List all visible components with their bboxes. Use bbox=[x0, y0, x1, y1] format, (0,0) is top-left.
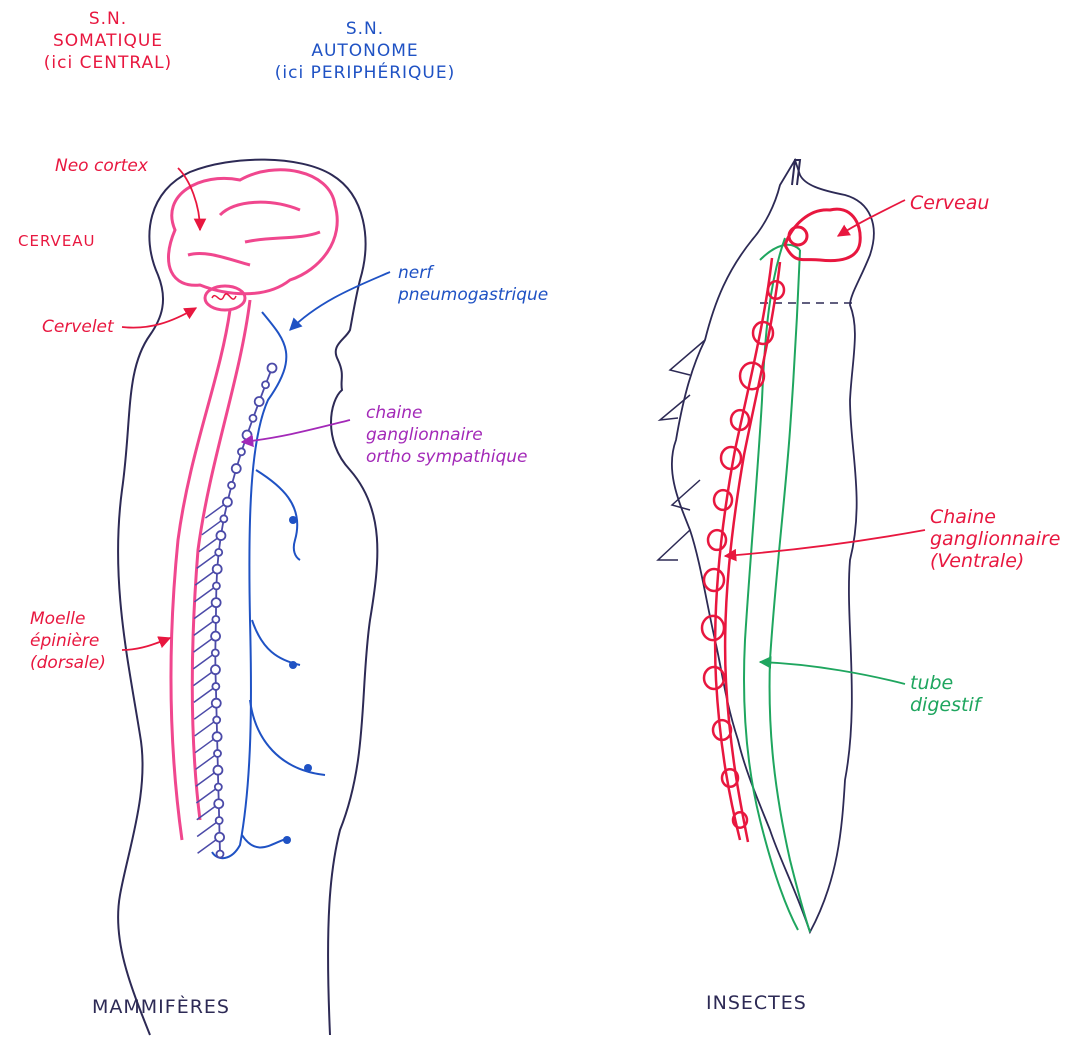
mammal-chain-trunk bbox=[215, 368, 272, 854]
insect-ganglion bbox=[704, 569, 724, 591]
mammal-chain-ganglion bbox=[211, 632, 220, 641]
mammal-chain-ganglion bbox=[213, 766, 222, 775]
mammal-chain-ganglion bbox=[262, 381, 269, 388]
mammal-chain-ganglion bbox=[220, 515, 227, 522]
mammal-chain-ganglion bbox=[217, 851, 224, 858]
mammal-chain-ganglion bbox=[215, 833, 224, 842]
mammal-spinal-cord-line-2 bbox=[192, 300, 250, 820]
mammal-chain-ganglion bbox=[216, 531, 225, 540]
caption-insectes: INSECTES bbox=[706, 992, 807, 1014]
mammal-neocortex-fold-1 bbox=[220, 202, 300, 215]
mammal-cerebellum-folds bbox=[212, 294, 236, 300]
mammal-chain-ganglion bbox=[211, 665, 220, 674]
header-autonomic-label: S.N. AUTONOME (ici PERIPHÉRIQUE) bbox=[255, 18, 475, 84]
mammal-neocortex-fold-3 bbox=[188, 253, 250, 265]
mammal-nerve-branch-1 bbox=[256, 470, 300, 560]
mammal-chain-ganglion bbox=[216, 817, 223, 824]
label-cerveau-insect: Cerveau bbox=[910, 192, 989, 214]
insect-digestive-tube-line-2 bbox=[770, 250, 810, 932]
label-chaine-ventrale: Chaine ganglionnaire (Ventrale) bbox=[930, 506, 1061, 572]
mammal-nerve-ending-3 bbox=[304, 764, 312, 772]
label-cervelet: Cervelet bbox=[42, 316, 114, 338]
mammal-body-outline bbox=[118, 160, 377, 1035]
mammal-nerve-branch-4 bbox=[242, 835, 290, 847]
mammal-nerve-ending-1 bbox=[289, 516, 297, 524]
mammal-chain-ganglion bbox=[212, 598, 221, 607]
mammal-chain-ganglion bbox=[243, 431, 252, 440]
mammal-vagus-nerve bbox=[212, 312, 286, 858]
arrow-moelle bbox=[122, 638, 170, 650]
mammal-chain-ganglion bbox=[212, 699, 221, 708]
label-neocortex: Neo cortex bbox=[55, 155, 148, 177]
mammal-chain-ganglion bbox=[232, 464, 241, 473]
insect-leg-1 bbox=[670, 340, 705, 375]
insect-body-outline bbox=[672, 160, 874, 932]
insect-brain-lobe bbox=[789, 227, 807, 245]
mammal-nerve-branch-2 bbox=[252, 620, 300, 665]
mammal-chain-ganglion bbox=[228, 482, 235, 489]
label-cerveau-mammal: CERVEAU bbox=[18, 230, 96, 252]
mammal-chain-ganglion bbox=[238, 448, 245, 455]
insect-brain-shape bbox=[785, 209, 860, 261]
mammal-neocortex-fold-2 bbox=[245, 232, 320, 242]
insect-leg-2 bbox=[660, 395, 690, 420]
mammal-chain-ganglion bbox=[255, 397, 264, 406]
mammal-chain-ganglion bbox=[214, 799, 223, 808]
mammal-chain-ganglion bbox=[213, 582, 220, 589]
insect-ganglion bbox=[708, 530, 726, 550]
mammal-chain-ganglion bbox=[213, 565, 222, 574]
mammal-nerve-ending-2 bbox=[289, 661, 297, 669]
mammal-nerve-ending-4 bbox=[283, 836, 291, 844]
mammal-chain-ganglion bbox=[213, 732, 222, 741]
mammal-chain-ganglion bbox=[212, 683, 219, 690]
mammal-spinal-cord-line-1 bbox=[171, 310, 230, 840]
mammal-chain-ganglion bbox=[215, 783, 222, 790]
label-nerf-pneumogastrique: nerf pneumogastrique bbox=[398, 262, 548, 306]
mammal-chain-ganglion bbox=[212, 649, 219, 656]
arrow-nerf bbox=[290, 272, 390, 330]
mammal-chain-ganglion bbox=[215, 549, 222, 556]
mammal-sympathetic-chain bbox=[193, 364, 276, 858]
insect-leg-4 bbox=[658, 530, 690, 560]
label-moelle-epiniere: Moelle épinière (dorsale) bbox=[30, 608, 106, 674]
mammal-nerve-branch-3 bbox=[250, 700, 325, 775]
insect-nerve-cord-left bbox=[715, 258, 772, 840]
arrow-cerveau-insect bbox=[838, 200, 905, 236]
arrow-tube-digestif bbox=[760, 662, 905, 684]
mammal-chain-ganglion bbox=[223, 498, 232, 507]
label-tube-digestif: tube digestif bbox=[910, 672, 980, 716]
label-chaine-orthosympathique: chaine ganglionnaire ortho sympathique bbox=[366, 402, 528, 468]
mammal-neocortex-shape bbox=[168, 170, 337, 294]
insect-digestive-tube-line-1 bbox=[744, 238, 798, 930]
arrow-chaine-ventrale bbox=[725, 530, 925, 556]
mammal-chain-ganglion bbox=[268, 364, 277, 373]
mammal-chain-ganglion bbox=[214, 750, 221, 757]
insect-ganglion bbox=[704, 667, 724, 689]
caption-mammiferes: MAMMIFÈRES bbox=[92, 996, 230, 1018]
mammal-chain-ganglion bbox=[249, 415, 256, 422]
insect-ganglion bbox=[714, 490, 732, 510]
header-somatic-label: S.N. SOMATIQUE (ici CENTRAL) bbox=[8, 8, 208, 74]
mammal-chain-ganglion bbox=[213, 716, 220, 723]
mammal-chain-ganglion bbox=[212, 616, 219, 623]
mammal-cerebellum-shape bbox=[205, 286, 245, 310]
